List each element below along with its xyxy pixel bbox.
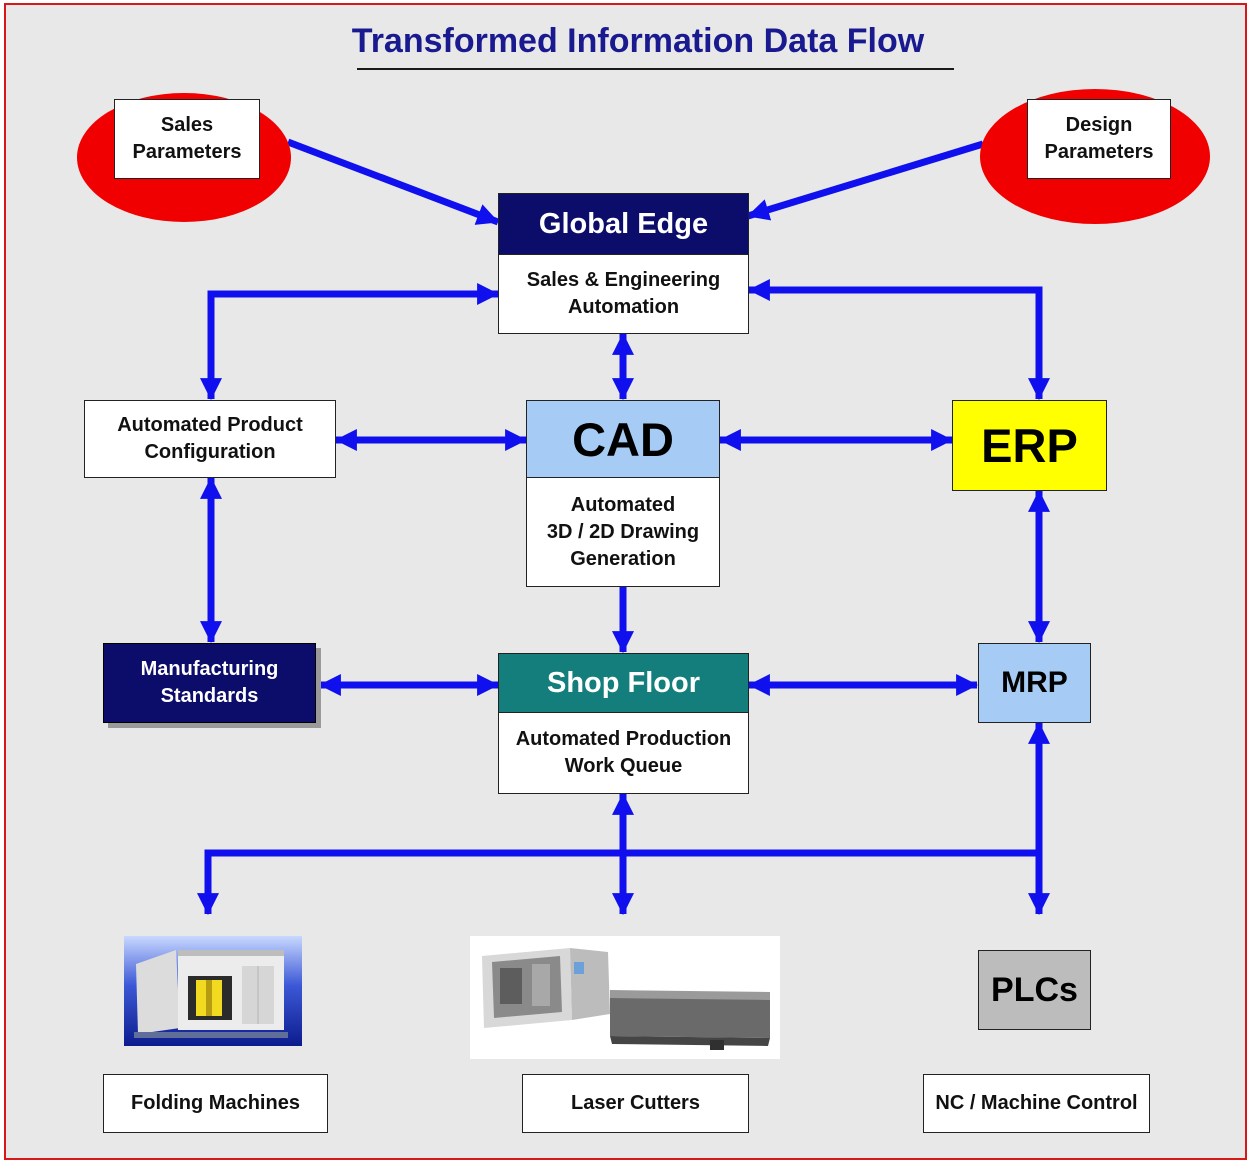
- arrow-global-edge-erp: [747, 279, 1050, 401]
- design-parameters-box: Design Parameters: [1027, 99, 1171, 179]
- cad-body: Automated 3D / 2D Drawing Generation: [526, 477, 720, 587]
- cad-header: CAD: [526, 400, 720, 478]
- arrow-sales-to-global-edge: [286, 138, 500, 226]
- manufacturing-standards-box: Manufacturing Standards: [103, 643, 316, 723]
- erp-box: ERP: [952, 400, 1107, 491]
- shop-floor-body: Automated Production Work Queue: [498, 712, 749, 794]
- arrow-bus-to-folding-machines: [197, 849, 1039, 916]
- sales-parameters-box: Sales Parameters: [114, 99, 260, 179]
- nc-machine-control-label: NC / Machine Control: [923, 1074, 1150, 1133]
- product-configuration-box: Automated Product Configuration: [84, 400, 336, 478]
- global-edge-body: Sales & Engineering Automation: [498, 254, 749, 334]
- folding-machines-label: Folding Machines: [103, 1074, 328, 1133]
- laser-cutter-illustration: [482, 948, 770, 1050]
- arrow-global-edge-product-config: [200, 283, 500, 401]
- folding-machine-illustration: [124, 936, 302, 1046]
- title-underline: [357, 68, 954, 70]
- diagram-title: Transformed Information Data Flow: [351, 22, 925, 60]
- folding-machine-photo: [124, 936, 302, 1046]
- laser-cutters-label: Laser Cutters: [522, 1074, 749, 1133]
- global-edge-header: Global Edge: [498, 193, 749, 255]
- laser-cutter-photo: [470, 936, 780, 1059]
- arrow-design-to-global-edge: [746, 140, 985, 221]
- plcs-box: PLCs: [978, 950, 1091, 1030]
- shop-floor-header: Shop Floor: [498, 653, 749, 713]
- mrp-box: MRP: [978, 643, 1091, 723]
